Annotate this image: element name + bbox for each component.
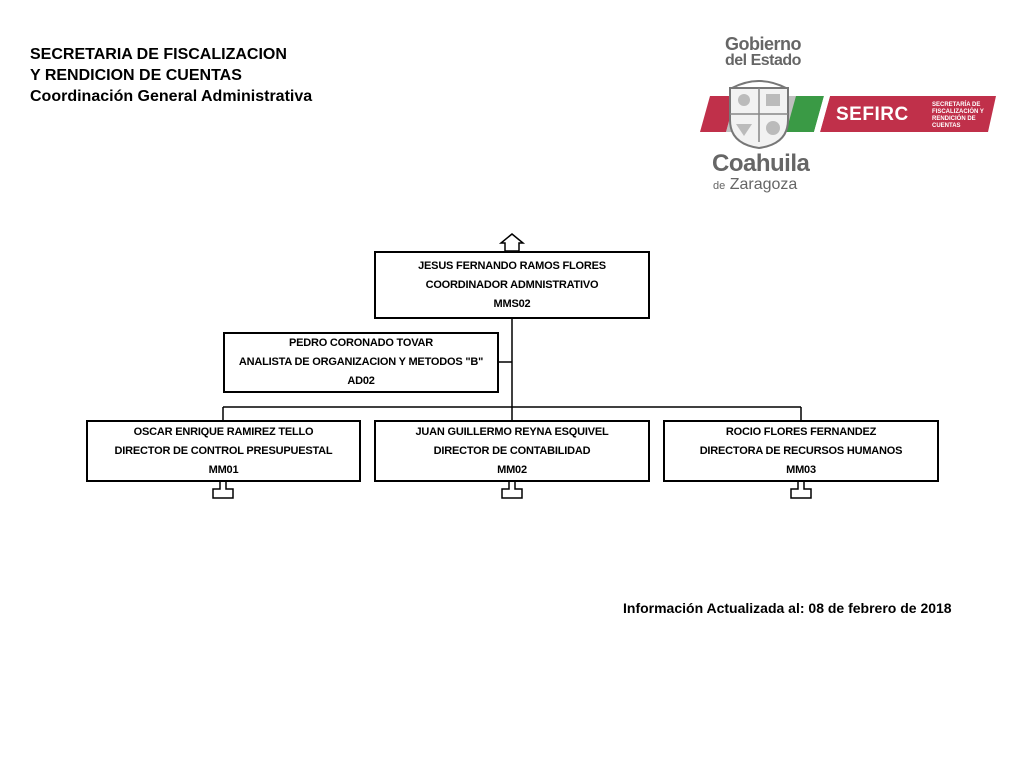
up-arrow-icon: [498, 233, 526, 252]
update-date: Información Actualizada al: 08 de febrer…: [623, 600, 952, 616]
header-line-1: SECRETARIA DE FISCALIZACION: [30, 46, 287, 63]
org-box-director-presupuestal: OSCAR ENRIQUE RAMIREZ TELLO DIRECTOR DE …: [86, 420, 361, 482]
org-box-directora-rrhh: ROCIO FLORES FERNANDEZ DIRECTORA DE RECU…: [663, 420, 939, 482]
down-arrow-icon: [212, 481, 812, 499]
director-title: DIRECTOR DE CONTABILIDAD: [433, 444, 591, 457]
logo-sefirc-subtitle: SECRETARÍA DE FISCALIZACIÓN Y RENDICIÓN …: [932, 102, 984, 129]
government-logo: Gobierno del Estado SEFIRC SECRETARÍA DE…: [696, 30, 1008, 200]
coat-of-arms-icon: [729, 80, 789, 150]
director-name: JUAN GUILLERMO REYNA ESQUIVEL: [415, 425, 609, 438]
analyst-title: ANALISTA DE ORGANIZACION Y METODOS "B": [238, 356, 484, 368]
director-name: ROCIO FLORES FERNANDEZ: [725, 425, 877, 438]
coordinator-title: COORDINADOR ADMNISTRATIVO: [425, 278, 599, 291]
logo-zaragoza-word: Zaragoza: [729, 176, 798, 193]
org-box-director-contabilidad: JUAN GUILLERMO REYNA ESQUIVEL DIRECTOR D…: [374, 420, 650, 482]
logo-gobierno: Gobierno: [725, 34, 802, 54]
analyst-code: AD02: [347, 375, 375, 387]
director-code: MM02: [497, 463, 527, 476]
director-title: DIRECTORA DE RECURSOS HUMANOS: [699, 444, 903, 457]
logo-de: de: [713, 180, 726, 192]
coordinator-code: MMS02: [493, 297, 531, 310]
director-title: DIRECTOR DE CONTROL PRESUPUESTAL: [114, 444, 333, 457]
logo-zaragoza: de Zaragoza: [713, 176, 797, 194]
org-box-coordinator: JESUS FERNANDO RAMOS FLORES COORDINADOR …: [374, 251, 650, 319]
analyst-name: PEDRO CORONADO TOVAR: [288, 337, 434, 349]
header-line-3: Coordinación General Administrativa: [30, 88, 313, 105]
coordinator-name: JESUS FERNANDO RAMOS FLORES: [418, 259, 606, 272]
director-code: MM03: [786, 463, 816, 476]
director-name: OSCAR ENRIQUE RAMIREZ TELLO: [133, 425, 314, 438]
director-code: MM01: [208, 463, 239, 476]
logo-sefirc: SEFIRC: [836, 104, 909, 125]
logo-coahuila: Coahuila: [712, 150, 810, 177]
header-title-block: SECRETARIA DE FISCALIZACION Y RENDICION …: [30, 44, 312, 107]
header-line-2: Y RENDICION DE CUENTAS: [30, 67, 242, 84]
logo-del-estado: del Estado: [725, 52, 801, 69]
org-box-analyst: PEDRO CORONADO TOVAR ANALISTA DE ORGANIZ…: [223, 332, 499, 393]
